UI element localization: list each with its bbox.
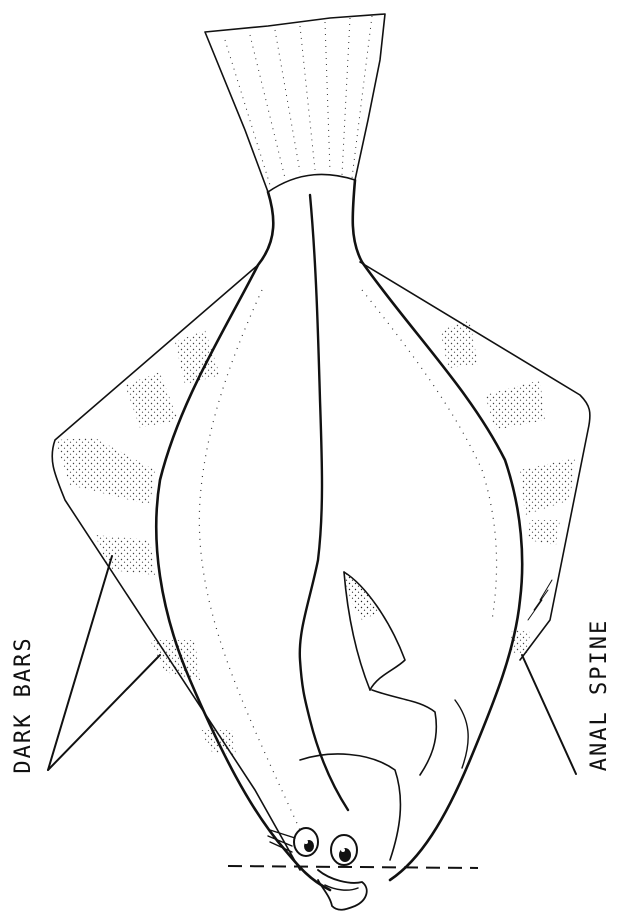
- dark-bars-leaders: [48, 556, 160, 770]
- fish-body: [156, 180, 522, 890]
- pectoral-fin: [344, 572, 405, 690]
- lower-eye-icon: [331, 835, 357, 865]
- anal-fin: [360, 262, 590, 660]
- reference-dashed-line: [228, 866, 478, 868]
- caudal-fin: [205, 14, 385, 192]
- dorsal-fin: [52, 265, 300, 870]
- upper-eye-icon: [294, 828, 318, 856]
- fish-head: [268, 690, 468, 910]
- dark-bars-label: DARK BARS: [11, 636, 36, 773]
- anal-spine-leader: [522, 655, 576, 774]
- anal-spine-label: ANAL SPINE: [587, 619, 612, 771]
